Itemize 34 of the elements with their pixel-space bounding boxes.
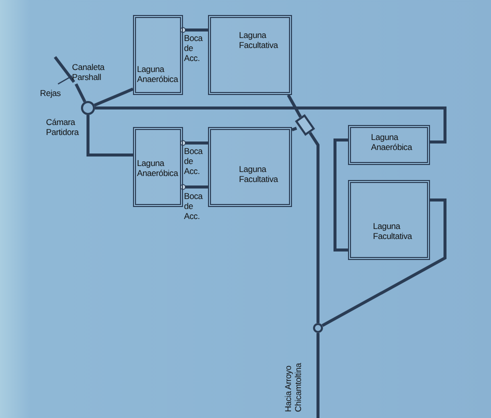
pipe-line <box>334 138 348 252</box>
pipe-line <box>322 198 446 327</box>
pipe-line <box>86 115 133 156</box>
lagoon-name: Laguna Anaeróbica <box>137 64 180 84</box>
pipe-line <box>286 94 302 118</box>
pipe-line <box>180 140 208 146</box>
lagoon-box <box>208 15 292 95</box>
pipe-line <box>291 126 298 132</box>
lagoon-name: Laguna Anaeróbica <box>371 132 414 152</box>
channel-name: Canaleta Parshall <box>72 62 116 84</box>
chamber-name: Cámara Partidora <box>46 117 80 137</box>
pipe-line <box>316 333 320 418</box>
lagoon-name: Laguna Facultativa <box>239 30 280 50</box>
lagoon-box <box>348 180 430 260</box>
pipe-line <box>180 27 208 33</box>
pipe-line <box>94 88 134 107</box>
access-name: Boca de Acc. <box>184 146 204 176</box>
access-name: Boca de Acc. <box>184 33 204 63</box>
junction-circle <box>313 323 323 333</box>
pipe-line <box>74 83 86 102</box>
lagoon-box <box>133 15 183 95</box>
lagoon-name: Laguna Anaeróbica <box>137 158 180 178</box>
lagoon-box <box>208 127 292 207</box>
lagoon-name: Laguna Facultativa <box>373 221 414 241</box>
access-name: Boca de Acc. <box>184 191 204 221</box>
outlet-name: Hacia Arroyo Chicamtoltina <box>283 362 303 412</box>
screen-name: Rejas <box>40 88 62 98</box>
lagoon-box <box>133 127 183 207</box>
lagoon-name: Laguna Facultativa <box>239 164 280 184</box>
lagoon-box <box>348 125 430 165</box>
junction-box <box>294 114 316 136</box>
pipe-line <box>308 132 320 323</box>
pipe-line <box>95 106 446 144</box>
pipe-line <box>180 184 208 190</box>
